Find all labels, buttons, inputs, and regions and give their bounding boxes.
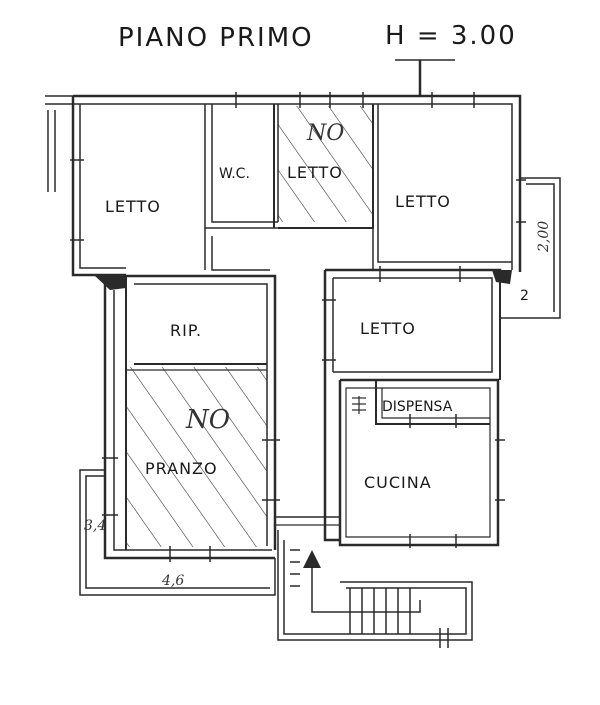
room-label-pranzo: PRANZO	[145, 459, 218, 478]
dispensa-step-icon	[352, 396, 366, 414]
room-label-cucina: CUCINA	[364, 473, 432, 492]
room-label-letto-3: LETTO	[395, 192, 451, 211]
left-exterior-stub	[45, 95, 80, 192]
note-no-1: NO	[306, 121, 344, 146]
room-label-dispensa: DISPENSA	[382, 399, 453, 415]
top-connector	[395, 59, 455, 96]
left-dimension-label: 3,4	[84, 518, 106, 534]
note-no-2: NO	[185, 405, 230, 435]
left-balcony	[79, 469, 276, 596]
height-label: H = 3.00	[385, 21, 517, 51]
corner-mark-left	[95, 276, 126, 290]
room-label-letto-4: LETTO	[360, 319, 416, 338]
stair-arrow-icon	[303, 550, 321, 568]
hatched-letto-no	[278, 106, 373, 222]
balcony-small-label: 2	[520, 288, 529, 304]
staircase	[277, 530, 473, 648]
walls	[71, 94, 522, 560]
hatched-pranzo-no	[126, 367, 267, 547]
opening-marks	[70, 92, 526, 562]
corner-mark-right	[492, 270, 512, 284]
bottom-dimension-label: 4,6	[161, 573, 184, 589]
right-balcony	[500, 177, 561, 319]
room-label-letto-2: LETTO	[287, 163, 343, 182]
room-label-letto-1: LETTO	[105, 197, 161, 216]
room-label-wc: W.C.	[219, 166, 250, 182]
plan-title: PIANO PRIMO	[118, 23, 314, 53]
room-label-rip: RIP.	[170, 321, 202, 340]
balcony-depth-label: 2,00	[536, 221, 552, 253]
